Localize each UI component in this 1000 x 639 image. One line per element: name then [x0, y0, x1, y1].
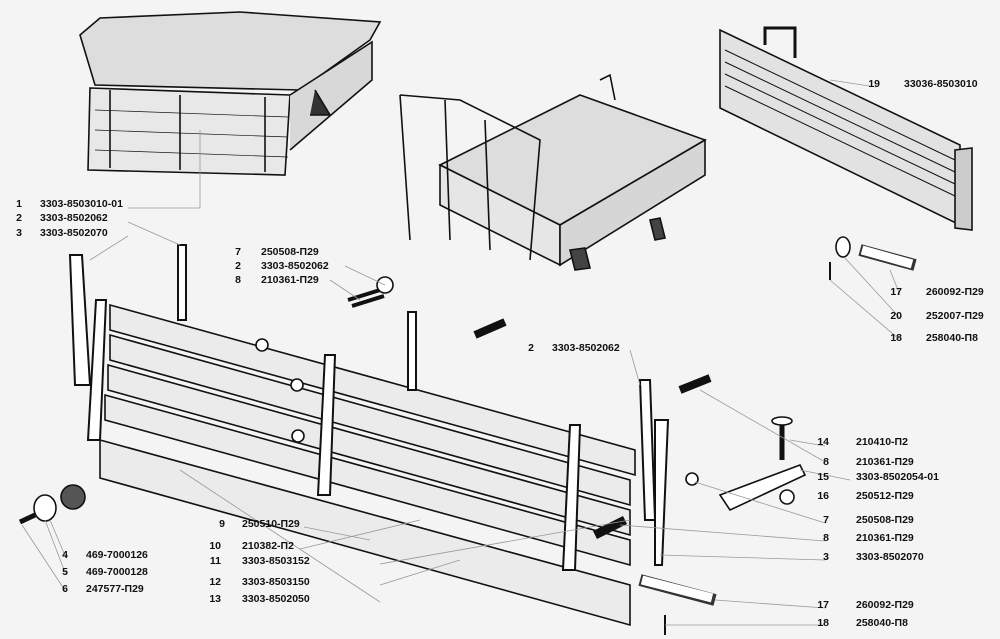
- part-number: 258040-П8: [926, 332, 978, 344]
- cargo-body-with-front-frame: [399, 73, 707, 271]
- part-number: 3303-8502062: [40, 212, 108, 224]
- callout-number: 14: [817, 436, 829, 448]
- part-number: 250510-П29: [242, 518, 300, 530]
- callout-number: 3: [823, 551, 829, 563]
- callout-number: 19: [868, 78, 880, 90]
- callout-number: 7: [235, 246, 241, 258]
- part-number: 250508-П29: [261, 246, 319, 258]
- part-number: 252007-П29: [926, 310, 984, 322]
- part-number: 250508-П29: [856, 514, 914, 526]
- callout-number: 12: [209, 576, 221, 588]
- part-number: 210361-П29: [261, 274, 319, 286]
- callout-number: 11: [209, 555, 221, 567]
- callout-number: 2: [528, 342, 534, 354]
- callout-number: 18: [817, 617, 829, 629]
- part-number: 258040-П8: [856, 617, 908, 629]
- part-number: 250512-П29: [856, 490, 914, 502]
- part-number: 3303-8502054-01: [856, 471, 939, 483]
- fasteners: [18, 236, 917, 635]
- part-number: 210410-П2: [856, 436, 908, 448]
- callout-number: 8: [823, 532, 829, 544]
- part-number: 3303-8503150: [242, 576, 310, 588]
- callout-number: 9: [219, 518, 225, 530]
- tailboard: [719, 26, 973, 231]
- part-number: 3303-8503152: [242, 555, 310, 567]
- part-number: 3303-8503010-01: [40, 198, 123, 210]
- part-number: 3303-8502050: [242, 593, 310, 605]
- callout-number: 10: [209, 540, 221, 552]
- part-number: 260092-П29: [856, 599, 914, 611]
- part-number: 260092-П29: [926, 286, 984, 298]
- part-number: 247577-П29: [86, 583, 144, 595]
- callout-number: 17: [817, 599, 829, 611]
- callout-number: 20: [890, 310, 902, 322]
- side-board-planks: [99, 303, 636, 627]
- callout-number: 17: [890, 286, 902, 298]
- callout-number: 7: [823, 514, 829, 526]
- callout-number: 18: [890, 332, 902, 344]
- part-number: 210361-П29: [856, 456, 914, 468]
- hinges-and-straps: [68, 244, 670, 571]
- callout-number: 2: [235, 260, 241, 272]
- part-number: 3303-8502070: [856, 551, 924, 563]
- callout-number: 15: [817, 471, 829, 483]
- callout-number: 13: [209, 593, 221, 605]
- leader-lines: [21, 79, 901, 626]
- part-number: 210361-П29: [856, 532, 914, 544]
- part-number: 210382-П2: [242, 540, 294, 552]
- part-number: 3303-8502062: [552, 342, 620, 354]
- callout-number: 2: [16, 212, 22, 224]
- part-number: 33036-8503010: [904, 78, 978, 90]
- callout-number: 8: [823, 456, 829, 468]
- callout-number: 16: [817, 490, 829, 502]
- part-number: 3303-8502070: [40, 227, 108, 239]
- callout-number: 3: [16, 227, 22, 239]
- part-number: 469-7000126: [86, 549, 148, 561]
- callout-number: 1: [16, 198, 22, 210]
- callout-number: 5: [62, 566, 68, 578]
- cargo-body-rear-view: [79, 11, 382, 176]
- part-number: 469-7000128: [86, 566, 148, 578]
- part-number: 3303-8502062: [261, 260, 329, 272]
- callout-number: 4: [62, 549, 68, 561]
- callout-number: 8: [235, 274, 241, 286]
- callout-number: 6: [62, 583, 68, 595]
